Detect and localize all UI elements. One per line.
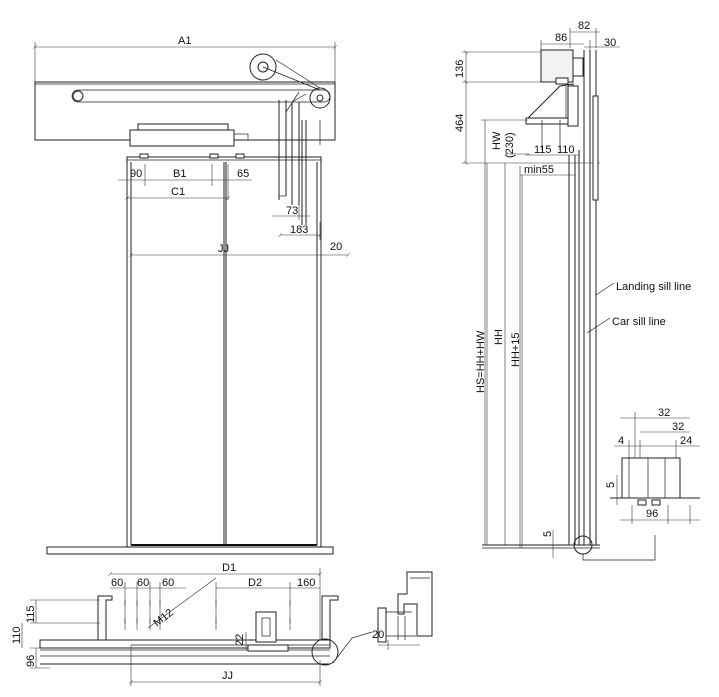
dim-96-plan-label: 96 (25, 655, 37, 667)
dim-60a-label: 60 (111, 577, 123, 589)
dimension-min55: min55 (519, 164, 575, 548)
sill-detail: 32 32 4 24 4 5 (605, 407, 700, 524)
dim-136-label: 136 (454, 60, 466, 78)
dim-b1-label: B1 (173, 168, 186, 180)
landing-sill-callout: Landing sill line (595, 281, 691, 296)
dim-32b-label: 32 (672, 421, 684, 433)
floor-sill (46, 546, 334, 555)
dimension-22: 22 (234, 632, 247, 650)
dim-d1-label: D1 (222, 562, 236, 574)
dim-24-label: 24 (680, 435, 692, 447)
dimension-32a: 32 (620, 407, 690, 460)
dim-115-label: 115 (534, 144, 552, 156)
dim-30-label: 30 (604, 37, 616, 49)
dimension-183: 183 (280, 222, 320, 240)
dim-60b-label: 60 (137, 577, 149, 589)
sill-profile (621, 457, 681, 499)
plan-detail: 20 (372, 571, 433, 650)
dimension-136: 136 (454, 52, 545, 82)
m12-callout: M12 (147, 577, 217, 629)
dim-96-detail-label: 96 (646, 508, 658, 520)
dimension-jj-plan: JJ (131, 645, 320, 686)
dimension-96-detail: 96 (620, 505, 700, 524)
dimension-hs: HS=HH+HW (475, 163, 488, 545)
motor (249, 53, 321, 91)
dim-min55-label: min55 (524, 164, 554, 176)
dimension-110-plan: 110 (11, 622, 100, 648)
side-operator-box (540, 49, 574, 83)
dimension-96-plan: 96 (25, 647, 100, 669)
dim-32a-label: 32 (658, 407, 670, 419)
dimension-86: 86 (540, 32, 584, 52)
dimension-5-side: 5 (542, 530, 554, 558)
dimension-32b: 32 (640, 421, 690, 433)
dim-183-label: 183 (290, 224, 308, 236)
side-vertical-members (568, 50, 599, 545)
dim-20-front-label: 20 (330, 241, 342, 253)
dimension-20-plan: 20 (372, 629, 384, 641)
dim-jj-plan-label: JJ (222, 670, 233, 682)
dimension-d2: D2 (215, 577, 291, 630)
dimension-c1: C1 (127, 186, 228, 198)
dim-jj-front-label: JJ (218, 243, 229, 255)
side-view: 82 86 30 136 464 (454, 20, 691, 561)
dim-hh-label: HH (493, 329, 505, 345)
dim-110-plan-label: 110 (11, 626, 23, 644)
dim-c1-label: C1 (171, 186, 185, 198)
dimension-hh15: HH+15 (510, 175, 523, 548)
dimension-60-row: 60 60 60 (110, 577, 186, 630)
dim-73-label: 73 (286, 205, 298, 217)
door-panels (130, 162, 318, 546)
dim-60c-label: 60 (162, 577, 174, 589)
dimension-115-110: 115 110 (525, 144, 580, 156)
dim-5-detail-label: 5 (605, 482, 617, 488)
dim-5-side-label: 5 (542, 531, 554, 537)
dimension-5-detail: 5 (605, 475, 618, 505)
dim-d2-label: D2 (248, 577, 262, 589)
dimension-a1: A1 (35, 35, 335, 84)
dimension-jj-front: JJ 20 (131, 240, 348, 260)
dimension-30: 30 (584, 37, 620, 56)
dim-4a-label: 4 (618, 435, 624, 447)
car-sill-label: Car sill line (612, 316, 666, 328)
dim-22-label: 22 (234, 634, 246, 646)
side-bracket (525, 83, 579, 150)
plan-view: D1 60 60 60 D2 160 M12 (11, 562, 373, 686)
plan-header-body (39, 595, 339, 665)
dim-hh15-label: HH+15 (510, 332, 522, 367)
dim-86-label: 86 (555, 32, 567, 44)
dim-20-plan-label: 20 (372, 629, 384, 641)
dim-hw230-label: (230) (504, 132, 516, 158)
dim-hs-label: HS=HH+HW (475, 330, 487, 393)
mounting-holes (124, 600, 291, 624)
drive-belt (71, 87, 331, 109)
dim-110-label: 110 (557, 144, 575, 156)
plan-detail-callout (311, 638, 339, 666)
dim-hw-label: HW (491, 131, 503, 150)
dimension-82: 82 (569, 20, 600, 48)
dim-65-label: 65 (237, 168, 249, 180)
dim-82-label: 82 (578, 20, 590, 32)
operator-linkage (278, 91, 307, 225)
dimension-160: 160 (290, 577, 320, 589)
dimension-115-plan: 115 (25, 599, 100, 623)
dimension-hw: HW (230) (481, 119, 530, 545)
dim-160-label: 160 (297, 577, 315, 589)
dimension-d1: D1 (110, 562, 320, 640)
dimension-73: 73 (272, 205, 310, 220)
dim-464-label: 464 (454, 114, 466, 132)
dim-90-label: 90 (130, 168, 142, 180)
dim-115-plan-label: 115 (25, 605, 37, 623)
landing-sill-label: Landing sill line (616, 281, 691, 293)
dimension-hh: HH (493, 163, 506, 545)
dim-a1-label: A1 (178, 35, 191, 47)
dimension-row-b1: 90 B1 65 (118, 164, 252, 200)
front-view: A1 (35, 35, 348, 555)
car-sill-callout: Car sill line (586, 316, 666, 334)
